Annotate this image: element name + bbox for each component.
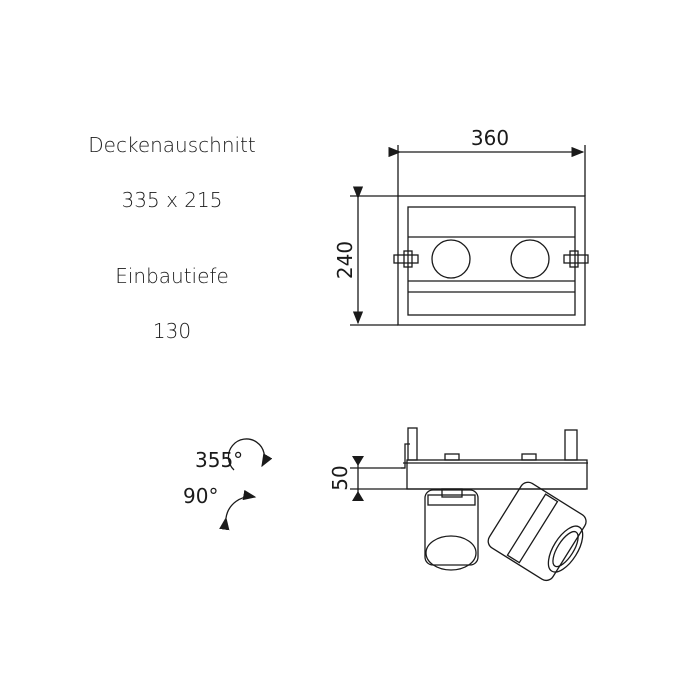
rotation-icons: 355° 90° [183, 438, 273, 531]
top-view: 360 240 [333, 126, 589, 326]
depth-label: Einbautiefe [115, 264, 229, 288]
rotation-horizontal: 355° [195, 448, 243, 472]
depth-value: 130 [152, 319, 192, 343]
dim-width: 360 [471, 126, 509, 150]
tilt-90-icon [219, 489, 257, 531]
dim-depth: 50 [328, 465, 352, 490]
cutout-label: Deckenauschnitt [88, 133, 256, 157]
side-view: 50 [328, 427, 588, 582]
dim-height: 240 [333, 241, 357, 279]
rotation-tilt: 90° [183, 484, 218, 508]
cutout-value: 335 x 215 [121, 188, 223, 212]
rotate-355-icon [227, 438, 273, 471]
